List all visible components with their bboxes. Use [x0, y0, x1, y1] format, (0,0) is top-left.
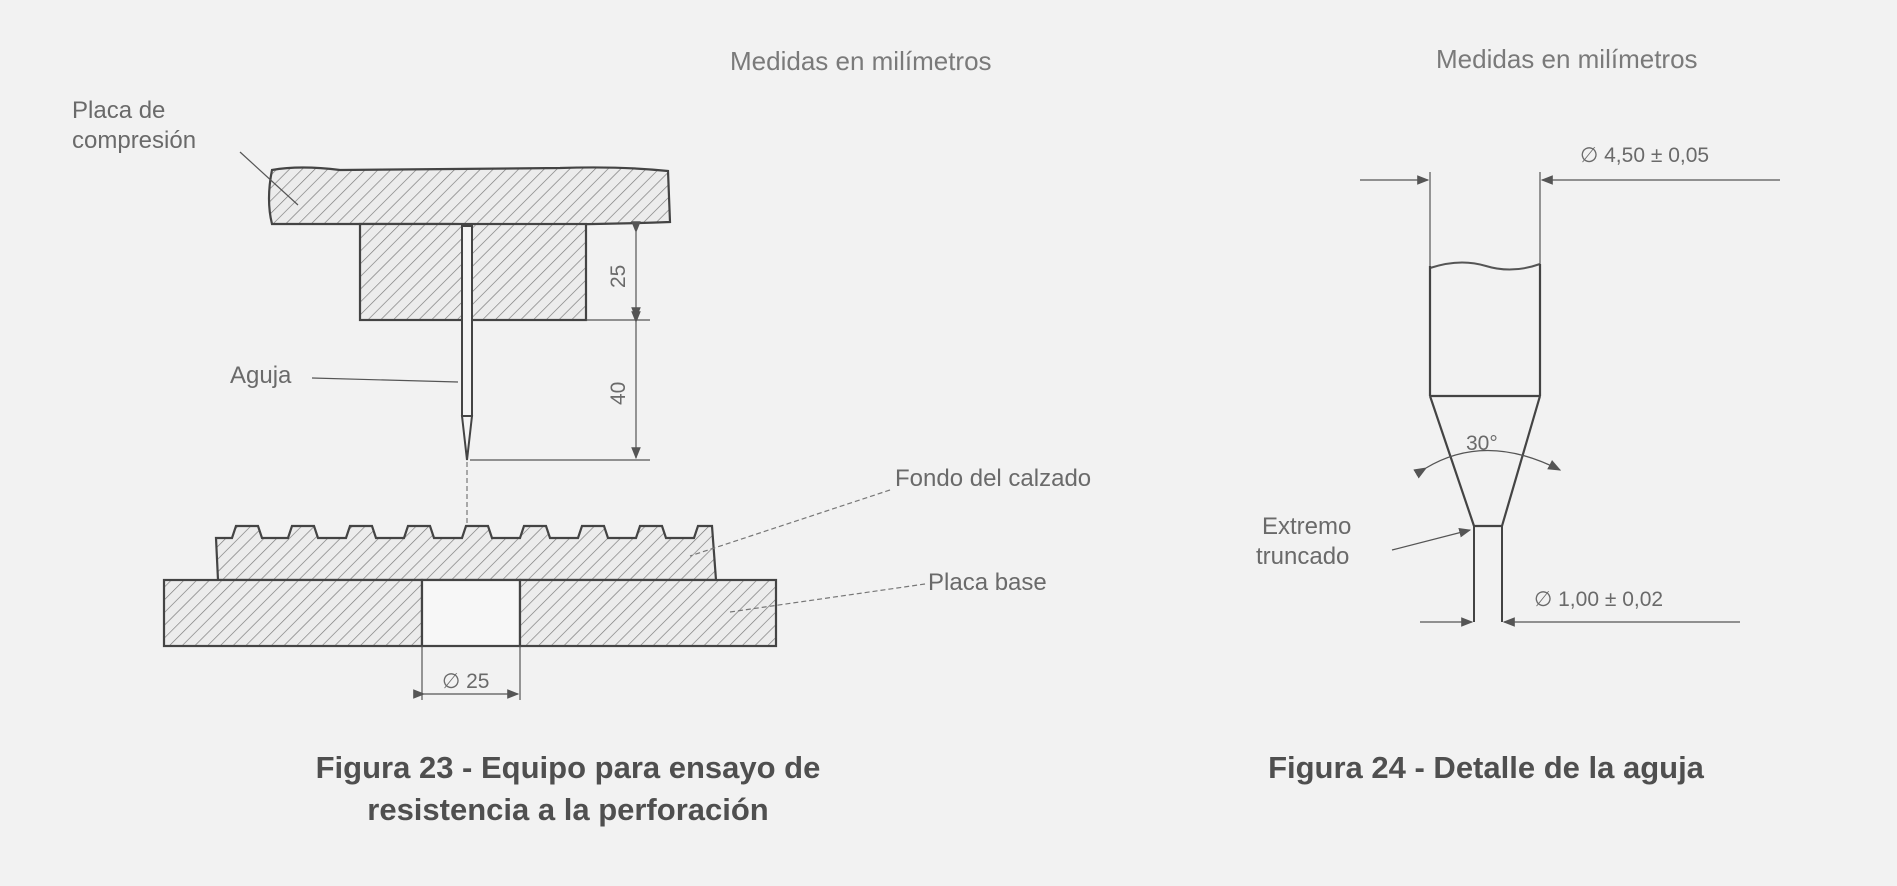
dimension-block-height: 25 40: [470, 221, 650, 461]
fig24-units-note: Medidas en milímetros: [1436, 44, 1698, 74]
label-truncated-tip-2: truncado: [1256, 543, 1349, 570]
label-compression-plate-2: compresión: [72, 127, 196, 154]
leader-truncated-tip: [1391, 528, 1472, 551]
dimension-shank-diameter: ∅ 4,50 ± 0,05: [1360, 144, 1780, 268]
dim-shank-text: ∅ 4,50 ± 0,05: [1580, 144, 1709, 167]
label-compression-plate-1: Placa de: [72, 97, 165, 124]
base-plate-hole: [420, 578, 522, 648]
label-base-plate: Placa base: [928, 569, 1047, 596]
leader-compression-plate: [239, 151, 299, 206]
leader-needle: [311, 377, 459, 383]
shoe-bottom: [214, 524, 718, 582]
label-needle: Aguja: [230, 362, 292, 389]
figure-24: Medidas en milímetros ∅ 4,50 ± 0,05 30°: [1256, 44, 1780, 785]
fig23-units-note: Medidas en milímetros: [730, 46, 992, 76]
label-truncated-tip-1: Extremo: [1262, 513, 1351, 540]
dimension-hole-diameter: ∅ 25: [413, 646, 521, 700]
dim-40-text: 40: [607, 382, 630, 405]
figure-23: Medidas en milímetros 25 40: [72, 46, 1091, 827]
dim-25-text: 25: [607, 265, 630, 288]
base-plate-left: [162, 578, 424, 648]
dim-tip-text: ∅ 1,00 ± 0,02: [1534, 588, 1663, 611]
leader-shoe-bottom: [689, 489, 891, 557]
dim-hole-text: ∅ 25: [442, 670, 490, 693]
dim-angle-text: 30°: [1466, 432, 1498, 455]
fig23-caption-line2: resistencia a la perforación: [367, 792, 768, 827]
needle: [460, 225, 474, 461]
fig23-caption-line1: Figura 23 - Equipo para ensayo de: [316, 750, 821, 785]
fig24-caption: Figura 24 - Detalle de la aguja: [1268, 750, 1705, 785]
dimension-tip-diameter: ∅ 1,00 ± 0,02: [1420, 588, 1740, 627]
label-shoe-bottom: Fondo del calzado: [895, 465, 1091, 492]
compression-plate: [267, 166, 672, 226]
base-plate-right: [518, 578, 778, 648]
dimension-angle: 30°: [1413, 432, 1562, 479]
leader-base-plate: [729, 583, 926, 613]
